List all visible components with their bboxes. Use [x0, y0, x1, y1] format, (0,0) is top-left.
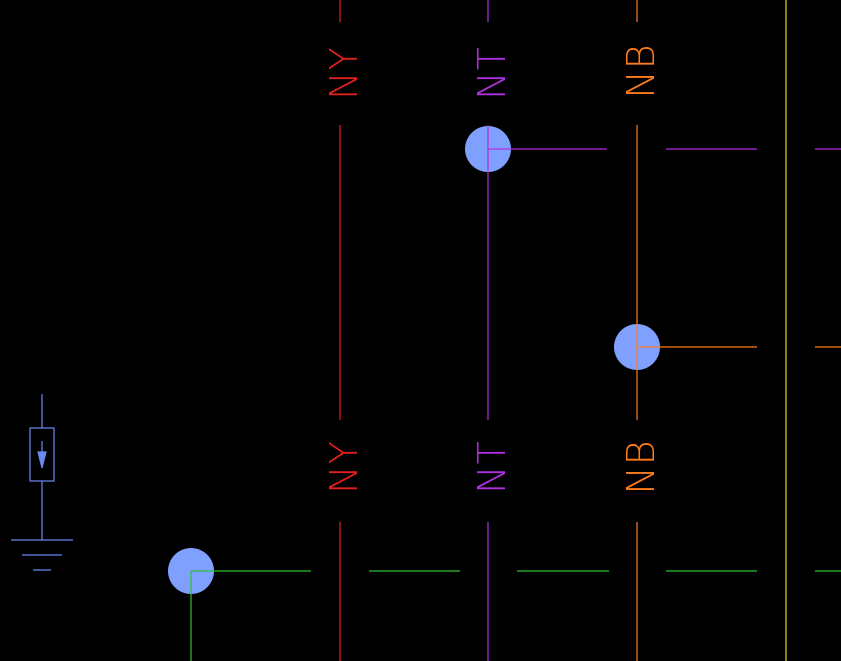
surge-arrester-icon[interactable]: [29, 394, 55, 540]
label-ny-bottom: NY: [322, 440, 366, 494]
label-nb-top: NB: [619, 43, 663, 98]
earth-ground-icon[interactable]: [11, 539, 73, 571]
label-nt-bottom: NT: [470, 440, 514, 494]
label-ny-top: NY: [322, 46, 366, 100]
label-nt-top: NT: [470, 46, 514, 100]
label-nb-bottom: NB: [619, 439, 663, 494]
